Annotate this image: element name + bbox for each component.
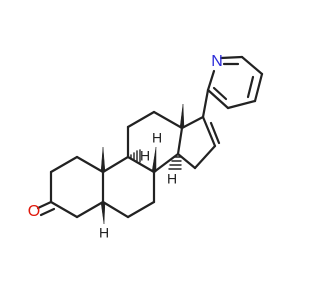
bond-c9-c8 [126, 155, 156, 174]
hash-bond-c9-h [130, 149, 141, 163]
hash-bond-c14-h [168, 156, 182, 170]
bond-c2-c3 [240, 55, 264, 76]
bond-c17-c16-double [209, 121, 221, 145]
bond-c17-c16 [201, 115, 217, 148]
pyridine-ring [206, 55, 264, 110]
hydrogen-label-c5: H [99, 225, 109, 241]
c-ring [126, 110, 184, 174]
bond-inner-c3-c4 [246, 75, 255, 99]
bond-n-c2 [219, 55, 244, 60]
bond-c10-c1 [75, 155, 105, 174]
bond-c4-c5 [75, 200, 105, 219]
bond-ring-link [201, 88, 210, 119]
methyl-wedge-c13 [179, 103, 185, 129]
oxygen-label: O [28, 203, 40, 220]
bond-c6-c7 [126, 200, 156, 219]
bond-c4-c5 [226, 99, 257, 110]
methyl-wedge-c10 [100, 146, 106, 173]
bond-c3-c4 [253, 72, 264, 103]
bond-c3-o-double [39, 207, 56, 217]
bond-inner-c5-c6 [212, 86, 228, 101]
a-ring [49, 155, 105, 219]
hydrogen-label-c8: H [152, 130, 162, 146]
bond-c16-c15 [193, 144, 217, 170]
hydrogen-label-c9: H [140, 148, 150, 164]
d-ring [176, 115, 221, 170]
nitrogen-label: N [211, 53, 223, 70]
wedge-bond-c8-h [151, 146, 157, 173]
bond-c3-o [36, 200, 53, 210]
bond-c9-c10 [101, 155, 130, 174]
b-ring [101, 155, 156, 219]
hydrogen-label-c14: H [167, 171, 177, 187]
bond-c3-c4 [49, 200, 79, 219]
bond-c14-c13 [176, 126, 184, 156]
wedge-bond-c5-h [100, 201, 106, 225]
bond-c6-n [206, 69, 216, 92]
bond-c5-c6 [206, 88, 230, 110]
bond-c13-c17 [180, 115, 205, 130]
bond-c5-c6 [101, 200, 130, 219]
bond-c12-c11 [126, 110, 156, 129]
bond-c1-c2 [49, 155, 79, 174]
bond-c13-c12 [152, 110, 184, 130]
carbonyl [36, 200, 56, 217]
structure-diagram: N O H H H H [28, 53, 264, 241]
